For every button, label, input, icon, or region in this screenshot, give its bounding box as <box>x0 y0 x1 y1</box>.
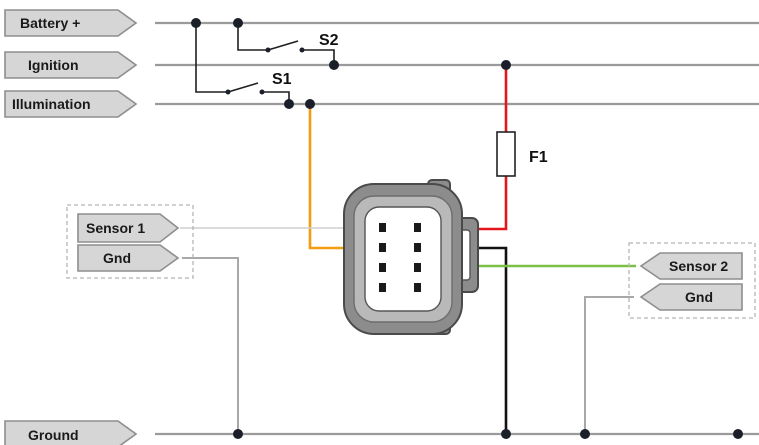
tag-ground-label: Ground <box>28 427 79 443</box>
power-rails <box>155 21 759 436</box>
fuse-f1-label: F1 <box>529 149 548 166</box>
tag-illumination-label: Illumination <box>12 96 91 112</box>
sensor-gnd-left-wire <box>182 257 239 434</box>
tag-gnd-right: Gnd <box>639 283 743 311</box>
tag-ground: Ground <box>4 420 138 445</box>
sensor-gnd-right-wire <box>584 296 634 434</box>
switch-s2-contacts <box>265 47 305 53</box>
switch-s1-contacts <box>225 89 265 95</box>
tag-battery-label: Battery + <box>20 15 80 31</box>
tag-ignition: Ignition <box>4 51 138 79</box>
tag-sensor1-label: Sensor 1 <box>86 220 145 236</box>
tag-sensor2-label: Sensor 2 <box>669 258 728 274</box>
sensor-group-right <box>628 242 756 319</box>
tag-sensor2: Sensor 2 <box>639 252 743 280</box>
switch-s1 <box>195 23 290 104</box>
switch-s2-label: S2 <box>319 32 339 49</box>
tag-gnd-left: Gnd <box>77 244 180 272</box>
tag-gnd-left-label: Gnd <box>103 250 131 266</box>
switch-s1-label: S1 <box>272 71 292 88</box>
tag-sensor1: Sensor 1 <box>77 213 180 243</box>
fuse-f1 <box>496 131 516 177</box>
connector <box>343 179 479 335</box>
tag-gnd-right-label: Gnd <box>685 289 713 305</box>
tag-ignition-label: Ignition <box>28 57 79 73</box>
connector-pins <box>379 223 421 292</box>
sensor-group-left <box>66 204 194 279</box>
tag-illumination: Illumination <box>4 90 138 118</box>
tag-battery: Battery + <box>4 9 138 37</box>
junction-nodes <box>191 18 743 439</box>
